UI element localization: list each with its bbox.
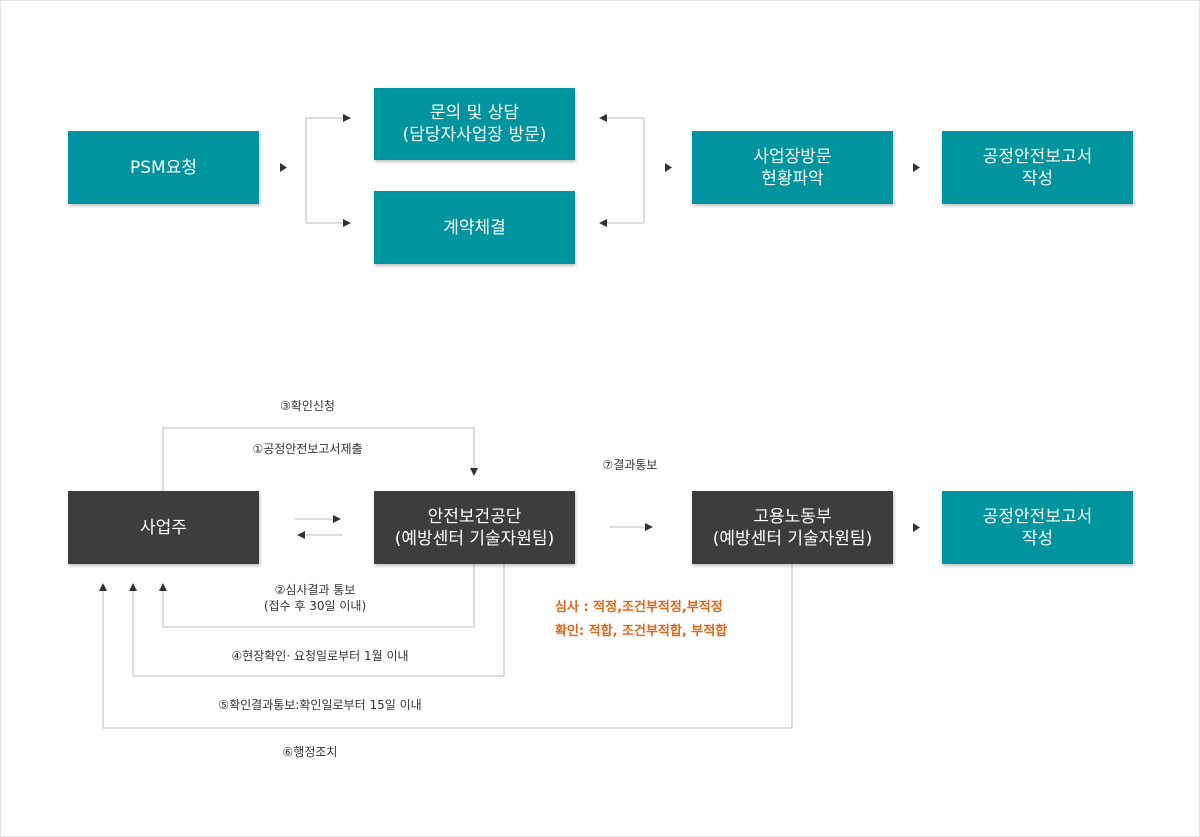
step5-label: ⑤확인결과통보:확인일로부터 15일 이내 [218,698,422,712]
report-box-bottom: 공정안전보고서 작성 [942,491,1133,564]
arrow-site-check [129,564,505,677]
report-label-top: 공정안전보고서 작성 [982,146,1093,189]
report-box-top: 공정안전보고서 작성 [942,131,1133,204]
arrow-to-report-top [913,163,920,172]
owner-box: 사업주 [68,491,259,564]
psm-request-label: PSM요청 [130,157,197,178]
arrow-to-site-visit [665,163,672,172]
arrow-confirm-result [99,564,793,729]
confirm-note: 확인: 적합, 조건부적합, 부적합 [555,624,728,639]
contract-box: 계약체결 [374,191,575,264]
kosha-box: 안전보건공단 (예방센터 기술자원팀) [374,491,575,564]
psm-request-box: PSM요청 [68,131,259,204]
ministry-box: 고용노동부 (예방센터 기술자원팀) [692,491,893,564]
review-note: 심사 : 적정,조건부적정,부적정 [555,600,723,615]
site-visit-label: 사업장방문 현황파악 [753,146,832,189]
arrow-psm-to-split [280,163,287,172]
contract-label: 계약체결 [443,217,506,238]
owner-label: 사업주 [140,517,187,538]
inquiry-box: 문의 및 상담 (담당자사업장 방문) [374,88,575,160]
step7-label: ⑦결과통보 [602,458,658,472]
step4-label: ④현장확인· 요청일로부터 1월 이내 [231,649,409,663]
arrow-submission [162,427,478,491]
arrow-to-report-bottom [913,523,920,532]
kosha-label: 안전보건공단 (예방센터 기술자원팀) [394,506,555,549]
step3-label: ③확인신청 [280,399,335,413]
step1-label: ①공정안전보고서제출 [252,442,363,456]
step6-label: ⑥행정조치 [282,745,338,759]
step2-label: ②심사결과 통보 (접수 후 30일 이내) [263,583,367,613]
report-label-bottom: 공정안전보고서 작성 [982,506,1093,549]
site-visit-box: 사업장방문 현황파악 [692,131,893,204]
inquiry-label: 문의 및 상담 (담당자사업장 방문) [402,103,547,145]
arrow-review-result [159,564,475,628]
ministry-label: 고용노동부 (예방센터 기술자원팀) [712,506,873,549]
